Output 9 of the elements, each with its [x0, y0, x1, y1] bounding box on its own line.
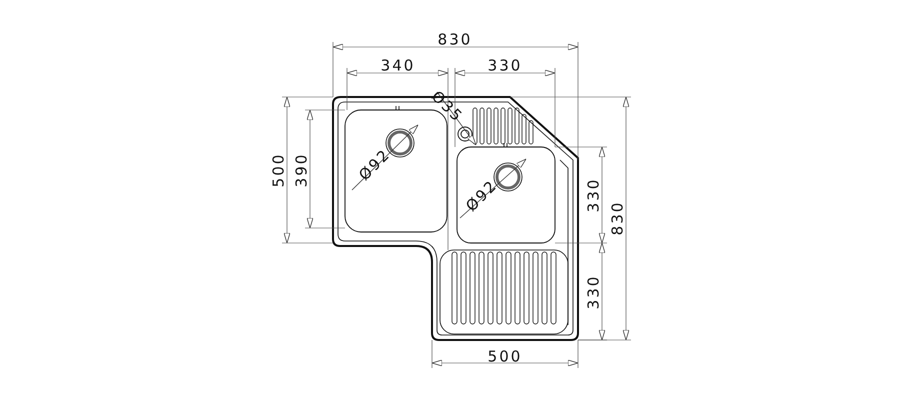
dimension-label: 830: [438, 32, 472, 48]
dimension-label: 500: [272, 152, 286, 188]
dimension-label: 340: [380, 58, 416, 74]
dimension-label: 390: [294, 152, 310, 188]
dimension-label: 830: [610, 200, 626, 236]
dimension-label: 330: [488, 58, 522, 74]
dimension-label: 330: [586, 274, 602, 310]
dimension-label: 330: [586, 178, 602, 212]
dimension-label: 500: [488, 350, 522, 364]
